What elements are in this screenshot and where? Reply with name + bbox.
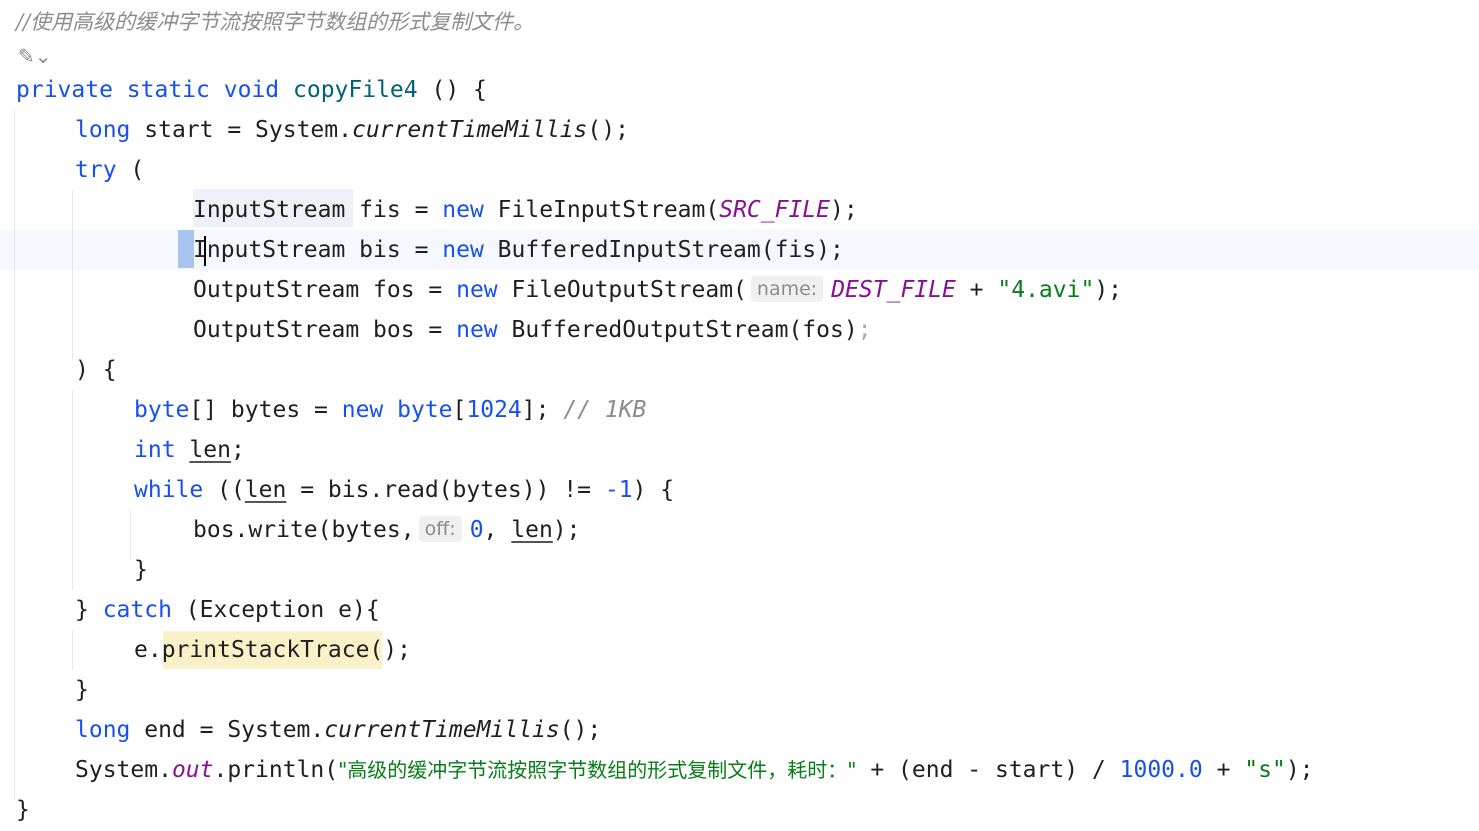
indent-guide <box>130 510 131 560</box>
indent-guide <box>72 390 73 590</box>
doc-comment: //使用高级的缓冲字节流按照字节数组的形式复制文件。 <box>16 10 535 34</box>
code-line-bos[interactable]: OutputStream bos = new BufferedOutputStr… <box>193 317 872 343</box>
ai-assist-icon[interactable]: ✎⌄ <box>18 44 52 68</box>
code-line-bis[interactable]: InputStream bis = new BufferedInputStrea… <box>193 237 844 263</box>
indent-guide <box>72 190 73 360</box>
code-line-try[interactable]: try ( <box>75 157 145 183</box>
code-line-fis[interactable]: InputStream fis = new FileInputStream(SR… <box>193 197 858 223</box>
code-line-print-stack[interactable]: e.printStackTrace(); <box>134 637 411 663</box>
text-selection <box>178 230 194 268</box>
code-line-end-time[interactable]: long end = System.currentTimeMillis(); <box>75 717 602 743</box>
code-line-while[interactable]: while ((len = bis.read(bytes)) != -1) { <box>134 477 675 503</box>
code-line-bytes[interactable]: byte[] bytes = new byte[1024]; // 1KB <box>134 397 647 423</box>
parameter-hint: name: <box>750 276 824 302</box>
indent-guide <box>14 110 15 800</box>
current-line-highlight <box>0 230 1479 270</box>
code-line-close-method[interactable]: } <box>16 797 30 823</box>
code-line-close-catch[interactable]: } <box>75 677 89 703</box>
code-line-len[interactable]: int len; <box>134 437 245 463</box>
code-line-start-time[interactable]: long start = System.currentTimeMillis(); <box>75 117 629 143</box>
indent-guide <box>72 630 73 670</box>
code-line-println[interactable]: System.out.println("高级的缓冲字节流按照字节数组的形式复制文… <box>75 757 1314 783</box>
code-line-close-while[interactable]: } <box>134 557 148 583</box>
code-line-write[interactable]: bos.write(bytes,off:0, len); <box>193 516 581 543</box>
parameter-hint: off: <box>418 516 462 542</box>
method-call-highlight <box>163 631 382 669</box>
usage-highlight <box>193 189 353 227</box>
text-caret <box>204 236 206 266</box>
code-line-catch[interactable]: } catch (Exception e){ <box>75 597 380 623</box>
code-line-method-signature[interactable]: private static void copyFile4 () { <box>16 77 487 103</box>
code-line-close-try[interactable]: ) { <box>75 357 117 383</box>
code-line-fos[interactable]: OutputStream fos = new FileOutputStream(… <box>193 276 1123 303</box>
